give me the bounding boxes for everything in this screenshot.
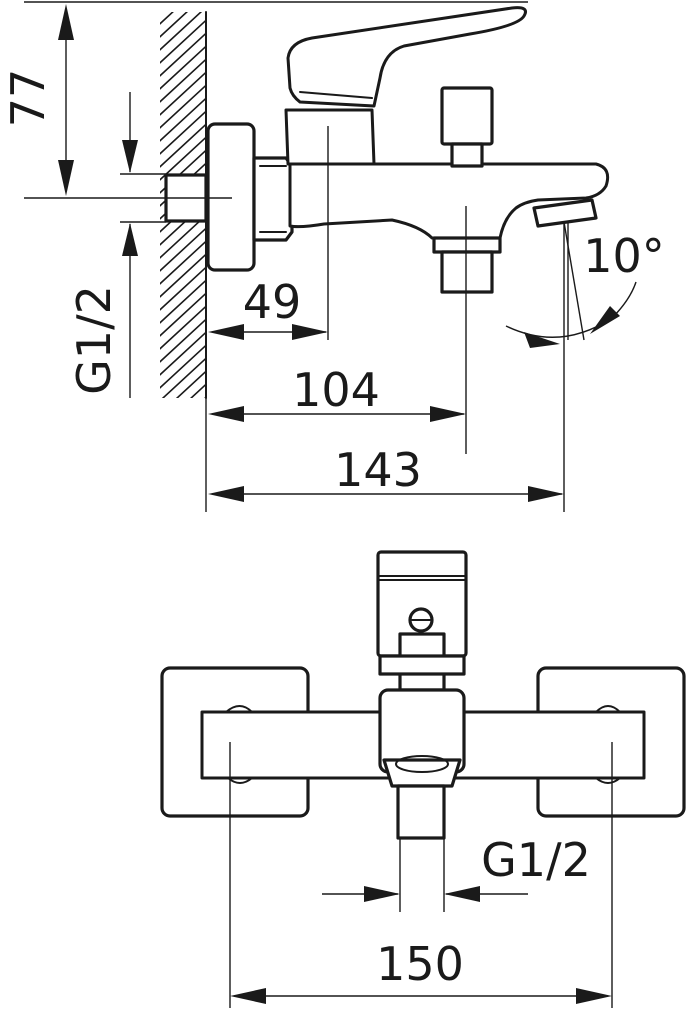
side-view: 77 G1/2 49 104 143 10° [1, 1, 665, 512]
dim-thread-label-front: G1/2 [481, 833, 591, 887]
hatch-line [160, 149, 206, 194]
hatch-line [160, 12, 203, 51]
mixer-body [288, 162, 610, 240]
dim-thread-label-side: G1/2 [67, 285, 121, 395]
hatch-line [160, 292, 206, 337]
wall-hatching [150, 11, 215, 488]
hatch-line [160, 19, 206, 64]
hatch-line [160, 240, 206, 285]
hatch-line [160, 331, 206, 376]
hatch-line [160, 136, 206, 181]
hatch-line [160, 318, 206, 363]
hatch-line [160, 32, 206, 77]
dim-height-label: 77 [1, 69, 55, 128]
dim-104-label: 104 [292, 363, 380, 417]
diverter-knob [440, 86, 494, 146]
dim-143-label: 143 [334, 443, 422, 497]
spout-aerator [532, 198, 598, 228]
dim-49-label: 49 [243, 275, 302, 329]
front-outlet [396, 784, 446, 840]
lever-handle [286, 6, 527, 108]
cartridge-housing [284, 108, 376, 166]
hatch-line [161, 357, 206, 398]
hatch-line [150, 402, 215, 462]
hatch-line [160, 71, 206, 116]
hatch-line [160, 58, 206, 103]
hatch-line [160, 344, 206, 389]
hatch-line [189, 383, 206, 398]
hatch-line [160, 253, 206, 298]
front-view: G1/2 150 [160, 550, 686, 1008]
hatch-line [160, 266, 206, 311]
hatch-line [160, 305, 206, 350]
hatch-line [160, 279, 206, 324]
hatch-line [160, 45, 206, 90]
diverter-stem [450, 142, 484, 168]
hatch-line [160, 123, 206, 168]
shower-outlet [440, 250, 494, 294]
hatch-line [160, 110, 206, 155]
front-collar [378, 654, 466, 676]
hatch-line [175, 370, 206, 398]
hatch-line [160, 12, 174, 25]
hatch-line [160, 84, 206, 129]
hatch-line [150, 428, 215, 488]
hatch-line [160, 227, 206, 272]
dim-150-label: 150 [376, 937, 464, 991]
dim-angle-label: 10° [583, 229, 665, 283]
hatch-line [160, 97, 206, 142]
hatch-line [160, 12, 189, 38]
wall-flange [206, 122, 256, 272]
hex-nut [252, 156, 294, 242]
shower-outlet-nut [432, 236, 502, 254]
hatch-line [150, 415, 215, 475]
